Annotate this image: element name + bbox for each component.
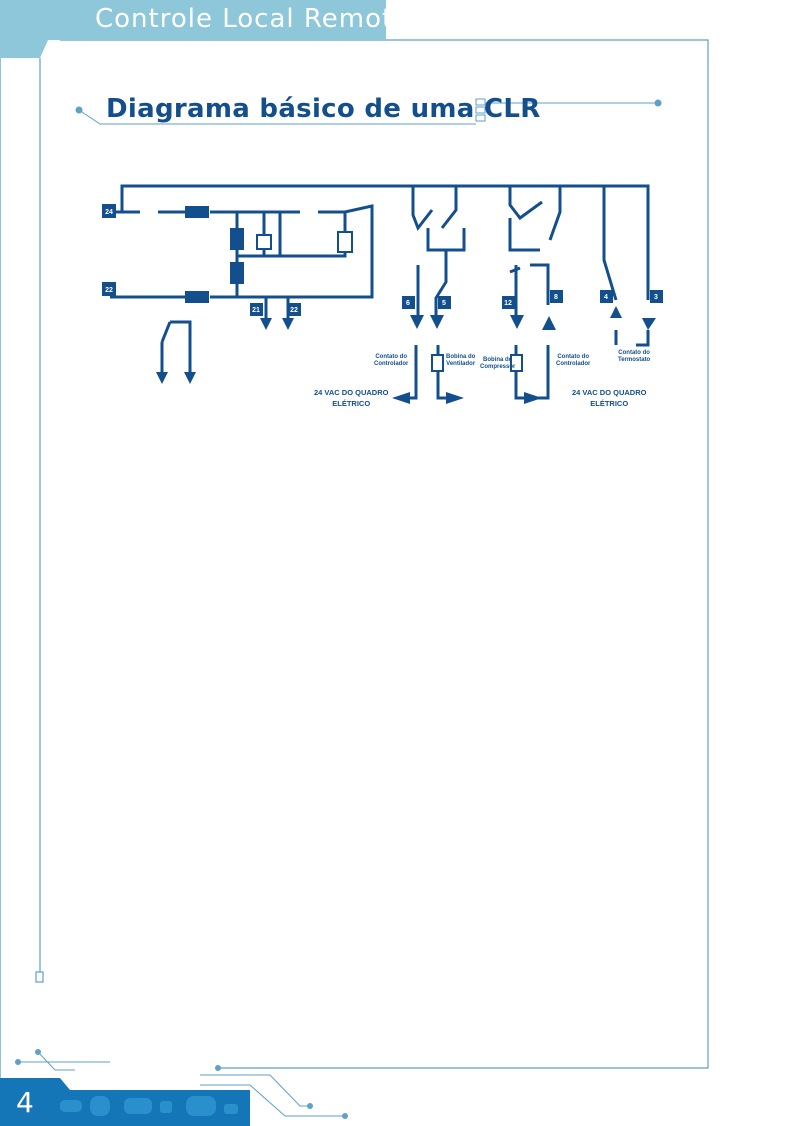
svg-text:8: 8: [554, 294, 558, 301]
svg-text:21: 21: [252, 307, 260, 314]
compressor-coil-label: Bobina do Compressor: [480, 357, 516, 370]
svg-text:5: 5: [442, 300, 446, 307]
voltage-label-left: 24 VAC DO QUADRO ELÉTRICO: [314, 388, 389, 408]
header-title: Controle Local Remoto: [95, 4, 411, 34]
voltage-label-right: 24 VAC DO QUADRO ELÉTRICO: [572, 388, 647, 408]
svg-text:3: 3: [654, 294, 658, 301]
fan-contact-label: Contato do Controlador: [374, 354, 409, 367]
thermostat-contact-label: Contato do Termostato: [618, 350, 651, 363]
svg-text:6: 6: [406, 300, 410, 307]
header-tab: [0, 0, 386, 40]
svg-text:4: 4: [604, 294, 608, 301]
svg-text:24: 24: [105, 209, 113, 216]
svg-text:22: 22: [290, 307, 298, 314]
page-number: 4: [16, 1086, 34, 1119]
section-title: Diagrama básico de uma CLR: [106, 94, 541, 124]
fan-coil-label: Bobina do Ventilador: [446, 354, 476, 367]
svg-text:12: 12: [504, 300, 512, 307]
compressor-contact-label: Contato do Controlador: [556, 354, 591, 367]
svg-text:22: 22: [105, 287, 113, 294]
